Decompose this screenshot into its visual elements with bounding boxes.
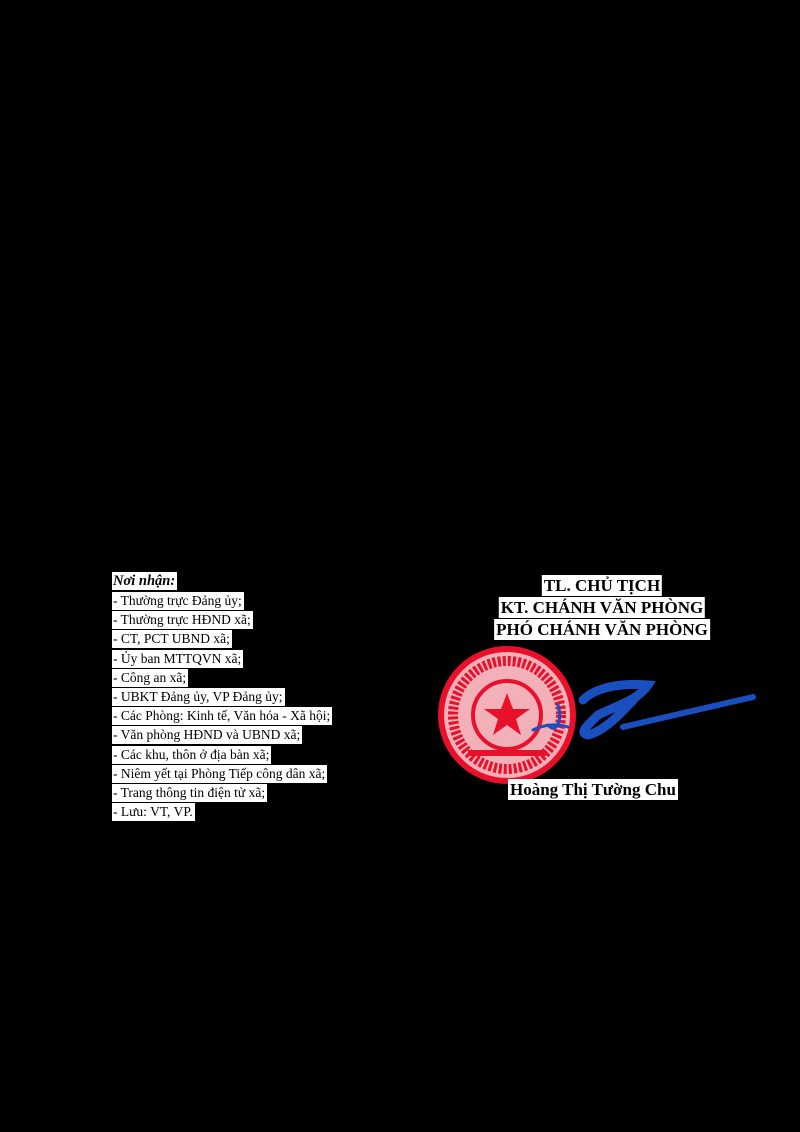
signer-name: Hoàng Thị Tường Chu — [508, 779, 678, 800]
recipient-item: - Lưu: VT, VP. — [112, 803, 195, 822]
stamp-seal — [438, 646, 576, 784]
recipient-item: - Thường trực Đảng ủy; — [112, 592, 244, 610]
recipient-item: - Các khu, thôn ở địa bàn xã; — [112, 745, 272, 764]
recipient-item: - CT, PCT UBND xã; — [112, 630, 232, 649]
signature-heading-3: PHÓ CHÁNH VĂN PHÒNG — [494, 619, 710, 640]
recipient-item: - Thường trực HĐND xã; — [112, 611, 253, 630]
recipient-item: - Trang thông tin điện tử xã; — [112, 784, 268, 802]
official-stamp-and-signature — [438, 646, 756, 784]
recipient-item: - Ủy ban MTTQVN xã; — [112, 649, 244, 668]
recipient-item: - Các Phòng: Kinh tế, Văn hóa - Xã hội; — [112, 707, 333, 726]
signature-heading-2: KT. CHÁNH VĂN PHÒNG — [498, 597, 706, 618]
recipient-item: - Niêm yết tại Phòng Tiếp công dân xã; — [112, 764, 328, 783]
signature-heading-1: TL. CHỦ TỊCH — [541, 575, 663, 596]
handwritten-signature — [531, 679, 756, 740]
recipient-item: - UBKT Đảng ủy, VP Đảng ủy; — [112, 688, 285, 706]
recipient-item: - Văn phòng HĐND và UBND xã; — [112, 726, 303, 745]
recipients-title: Nơi nhận: — [112, 572, 178, 590]
recipient-item: - Công an xã; — [112, 668, 189, 687]
